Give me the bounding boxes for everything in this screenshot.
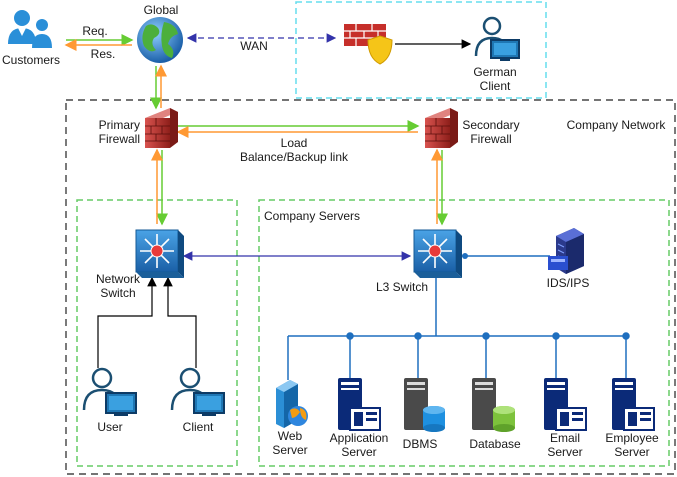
company-network-label: Company Network (566, 118, 666, 132)
user-icon (82, 367, 137, 416)
application-server-label: Application Server (329, 431, 389, 459)
secondary-firewall-icon (425, 108, 458, 148)
user-label: User (97, 420, 123, 434)
primary-firewall-icon (145, 108, 178, 148)
employee-server-label: Employee Server (605, 431, 659, 459)
email-server-icon (544, 378, 587, 431)
customers-icon (8, 10, 52, 48)
global-label: Global (143, 3, 179, 17)
user-to-switch-link (97, 276, 157, 368)
web-server-icon (276, 380, 308, 428)
application-server-icon (338, 378, 381, 431)
company-network-boundary (65, 99, 676, 475)
secondary-firewall-label: Secondary Firewall (462, 118, 520, 146)
dbms-server-icon (404, 378, 445, 432)
server-drops (287, 332, 630, 380)
req-label: Req. (82, 24, 108, 38)
load-balance-label: Load Balance/Backup link (239, 136, 349, 164)
german-client-label: German Client (473, 65, 517, 93)
client-label: Client (182, 420, 214, 434)
res-label: Res. (90, 47, 116, 61)
network-switch-label: Network Switch (95, 272, 140, 300)
german-client-boundary (295, 1, 547, 99)
firewall-shield-icon (344, 24, 393, 65)
globe-icon (137, 17, 183, 63)
ids-ips-icon (548, 228, 584, 274)
email-server-label: Email Server (547, 431, 583, 459)
l3-switch-label: L3 Switch (375, 280, 429, 294)
dbms-label: DBMS (402, 437, 438, 451)
wan-label: WAN (240, 39, 268, 53)
web-server-label: Web Server (272, 429, 308, 457)
database-server-icon (472, 378, 515, 432)
l3-switch-icon (413, 229, 462, 278)
client-to-switch-link (163, 276, 197, 368)
company-servers-label: Company Servers (264, 209, 361, 223)
german-client-icon (474, 16, 520, 61)
client-icon (170, 367, 225, 416)
employee-server-icon (612, 378, 655, 431)
ids-ips-label: IDS/IPS (546, 276, 590, 290)
customers-label: Customers (1, 53, 60, 67)
database-label: Database (469, 437, 521, 451)
primary-firewall-label: Primary Firewall (98, 118, 140, 146)
company-servers-boundary (258, 199, 670, 467)
network-switch-icon (135, 229, 184, 278)
